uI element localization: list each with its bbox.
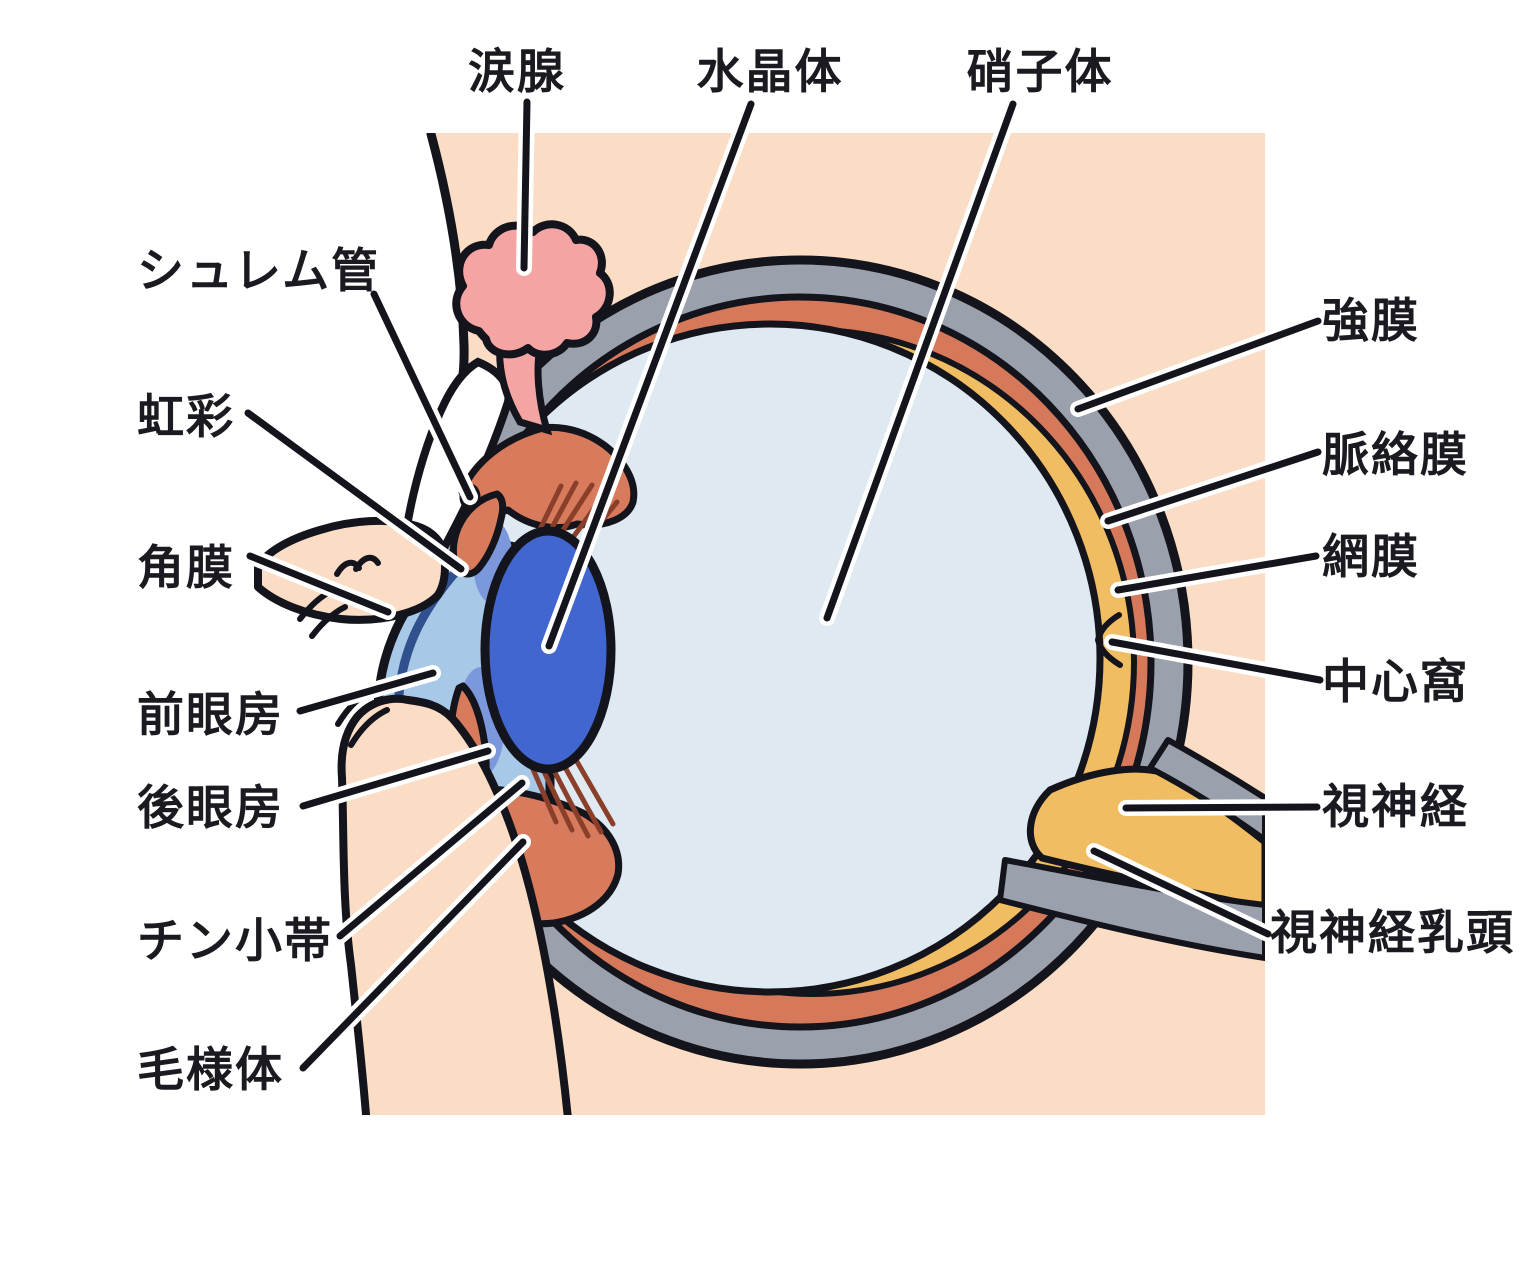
- leader-vitreous-body: [823, 100, 1017, 622]
- label-lacrimal-gland: 涙腺: [468, 45, 566, 98]
- label-anterior-chamber: 前眼房: [137, 688, 284, 741]
- label-vitreous-body: 硝子体: [967, 45, 1114, 98]
- label-posterior-chamber: 後眼房: [137, 781, 284, 834]
- label-optic-disc: 視神経乳頭: [1270, 906, 1515, 959]
- leader-posterior-chamber: [299, 747, 492, 810]
- leader-iris: [244, 409, 465, 573]
- leader-cornea: [246, 552, 392, 616]
- label-sclera: 強膜: [1322, 294, 1420, 347]
- leader-optic-nerve: [1122, 803, 1321, 812]
- label-cornea: 角膜: [137, 541, 235, 594]
- label-zonules: チン小帯: [137, 914, 333, 967]
- leader-lacrimal-gland: [520, 98, 531, 272]
- leader-retina: [1114, 552, 1320, 594]
- leader-lines: [240, 94, 1328, 1076]
- leader-fovea: [1108, 638, 1324, 684]
- leader-schlemms-canal: [370, 290, 474, 501]
- label-fovea: 中心窩: [1322, 655, 1469, 708]
- lacrimal-duct: [496, 341, 553, 436]
- lacrimal-gland: [452, 220, 614, 359]
- label-retina: 網膜: [1322, 530, 1420, 583]
- label-optic-nerve: 視神経: [1322, 780, 1469, 833]
- leader-lens: [545, 100, 755, 650]
- label-choroid: 脈絡膜: [1322, 428, 1469, 481]
- leader-ciliary-body: [299, 838, 527, 1072]
- label-lens: 水晶体: [697, 45, 844, 98]
- optic-nerve-sheath-bottom: [997, 857, 1265, 961]
- leader-sclera: [1074, 317, 1322, 413]
- face-margin-white: [413, 133, 465, 426]
- labels: 涙腺 水晶体 硝子体 シュレム管 虹彩 角膜 前眼房 後眼房 チン小帯 毛様体 …: [137, 45, 1515, 1096]
- leader-choroid: [1104, 448, 1322, 525]
- fovea-notch: [1094, 612, 1123, 668]
- leader-anterior-chamber: [296, 669, 437, 715]
- label-iris: 虹彩: [137, 390, 235, 443]
- iris-upper: [449, 490, 507, 578]
- label-schlemms-canal: シュレム管: [137, 244, 380, 297]
- leader-optic-disc: [1090, 847, 1272, 938]
- label-ciliary-body: 毛様体: [137, 1043, 284, 1096]
- leader-zonules: [336, 779, 526, 940]
